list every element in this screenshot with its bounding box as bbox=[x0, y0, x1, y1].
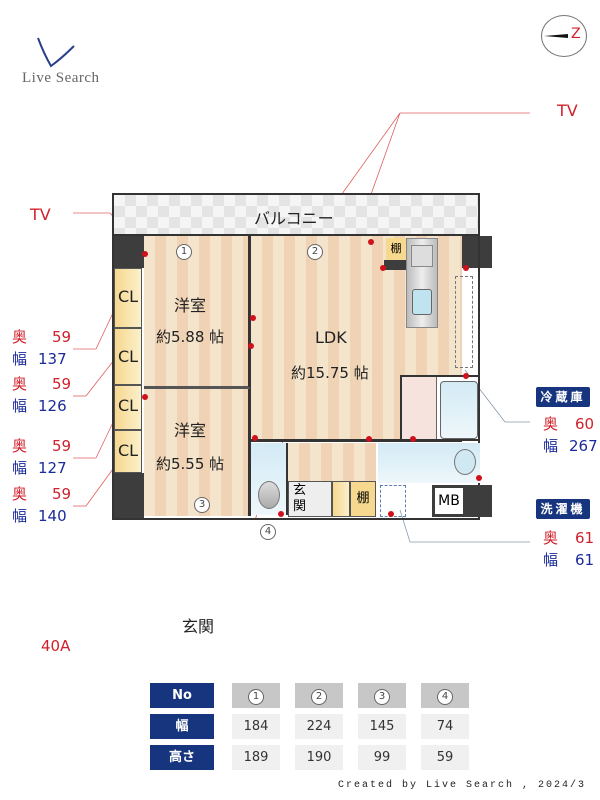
wall-pillar bbox=[112, 236, 144, 268]
sink-icon bbox=[412, 289, 432, 315]
cell-width-1: 184 bbox=[232, 714, 280, 739]
ldk-name: LDK bbox=[315, 328, 347, 347]
cell-no-2: 2 bbox=[295, 683, 343, 708]
western-room-1-size: 約5.88 帖 bbox=[156, 328, 225, 346]
cell-height-3: 99 bbox=[358, 745, 406, 770]
footer-credit: Created by Live Search , 2024/3 bbox=[337, 780, 586, 791]
western-room-2-name: 洋室 bbox=[174, 421, 207, 440]
floor-plan: バルコニー CL CL CL CL 洋室 約5.88 帖 1 洋室 約5.55 … bbox=[112, 193, 492, 540]
outlet-dot bbox=[248, 343, 254, 349]
outlet-dot bbox=[476, 475, 482, 481]
entrance-shelf: 棚 bbox=[350, 481, 376, 517]
toilet-icon bbox=[258, 481, 280, 509]
tv-label-left: TV bbox=[30, 205, 51, 224]
outlet-dot bbox=[142, 251, 148, 257]
toilet-room bbox=[251, 443, 288, 515]
corridor bbox=[288, 443, 376, 481]
cell-no-1: 1 bbox=[232, 683, 280, 708]
outlet-dot bbox=[463, 265, 469, 271]
bathtub-icon bbox=[440, 381, 478, 439]
table-row-height: 高さ 189 190 99 59 bbox=[150, 745, 469, 770]
header-width: 幅 bbox=[150, 714, 214, 739]
logo-mark-icon bbox=[37, 37, 75, 68]
outlet-dot bbox=[366, 436, 372, 442]
window-table: No 1 2 3 4 幅 184 224 145 74 高さ 189 190 9… bbox=[150, 683, 469, 770]
cell-height-4: 59 bbox=[421, 745, 469, 770]
cell-height-2: 190 bbox=[295, 745, 343, 770]
ldk-size: 約15.75 帖 bbox=[291, 364, 369, 382]
table-row-width: 幅 184 224 145 74 bbox=[150, 714, 469, 739]
entrance-label: 玄関 bbox=[293, 483, 307, 514]
kitchen-counter bbox=[406, 238, 438, 328]
cell-width-4: 74 bbox=[421, 714, 469, 739]
fridge-space bbox=[455, 276, 473, 368]
outlet-dot bbox=[463, 373, 469, 379]
cell-width-2: 224 bbox=[295, 714, 343, 739]
balcony-label: バルコニー bbox=[254, 209, 334, 228]
kitchen-shelf: 棚 bbox=[386, 238, 406, 260]
washer-badge: 洗濯機 bbox=[536, 499, 590, 519]
entrance: 玄関 bbox=[288, 481, 332, 517]
breaker-capacity: 40A bbox=[41, 637, 71, 655]
mb-wall: MB bbox=[432, 485, 492, 517]
cell-width-3: 145 bbox=[358, 714, 406, 739]
fridge-badge: 冷蔵庫 bbox=[536, 387, 590, 407]
compass: Z bbox=[541, 15, 587, 57]
washer-space bbox=[380, 485, 406, 517]
tv-label-top: TV bbox=[557, 101, 578, 120]
closet-4: CL bbox=[114, 430, 142, 473]
window-marker-3: 3 bbox=[194, 497, 210, 513]
outlet-dot bbox=[410, 436, 416, 442]
compass-north-label: Z bbox=[571, 26, 581, 42]
window-marker-4: 4 bbox=[260, 524, 276, 540]
western-room-1: 洋室 約5.88 帖 1 bbox=[144, 236, 251, 389]
wall-pillar bbox=[112, 473, 144, 520]
washbasin-icon bbox=[454, 449, 476, 475]
western-room-1-name: 洋室 bbox=[174, 296, 207, 315]
western-room-2: 洋室 約5.55 帖 3 bbox=[144, 389, 251, 516]
dressing-area bbox=[402, 377, 437, 439]
window-marker-2: 2 bbox=[307, 244, 323, 260]
outlet-dot bbox=[388, 511, 394, 517]
western-room-2-size: 約5.55 帖 bbox=[156, 455, 225, 473]
bathroom bbox=[400, 375, 480, 441]
header-height: 高さ bbox=[150, 745, 214, 770]
outlet-dot bbox=[252, 435, 258, 441]
stove-icon bbox=[411, 245, 433, 267]
cell-height-1: 189 bbox=[232, 745, 280, 770]
logo-text: Live Search bbox=[22, 70, 100, 86]
window-marker-1: 1 bbox=[176, 244, 192, 260]
closet-3: CL bbox=[114, 385, 142, 430]
closet-2: CL bbox=[114, 328, 142, 385]
outlet-dot bbox=[368, 239, 374, 245]
shoe-closet bbox=[332, 481, 350, 517]
mb-label: MB bbox=[435, 488, 463, 514]
washroom bbox=[378, 443, 480, 483]
outlet-dot bbox=[250, 315, 256, 321]
closet-1: CL bbox=[114, 268, 142, 328]
outlet-dot bbox=[142, 394, 148, 400]
header-no: No bbox=[150, 683, 214, 708]
wall-pillar bbox=[462, 236, 492, 268]
cell-no-4: 4 bbox=[421, 683, 469, 708]
entrance-caption: 玄関 bbox=[182, 617, 215, 636]
kitchen-wall bbox=[384, 260, 406, 270]
cell-no-3: 3 bbox=[358, 683, 406, 708]
balcony: バルコニー bbox=[112, 193, 480, 236]
outlet-dot bbox=[278, 511, 284, 517]
compass-arrow-icon bbox=[544, 34, 568, 38]
table-row-no: No 1 2 3 4 bbox=[150, 683, 469, 708]
outlet-dot bbox=[380, 265, 386, 271]
